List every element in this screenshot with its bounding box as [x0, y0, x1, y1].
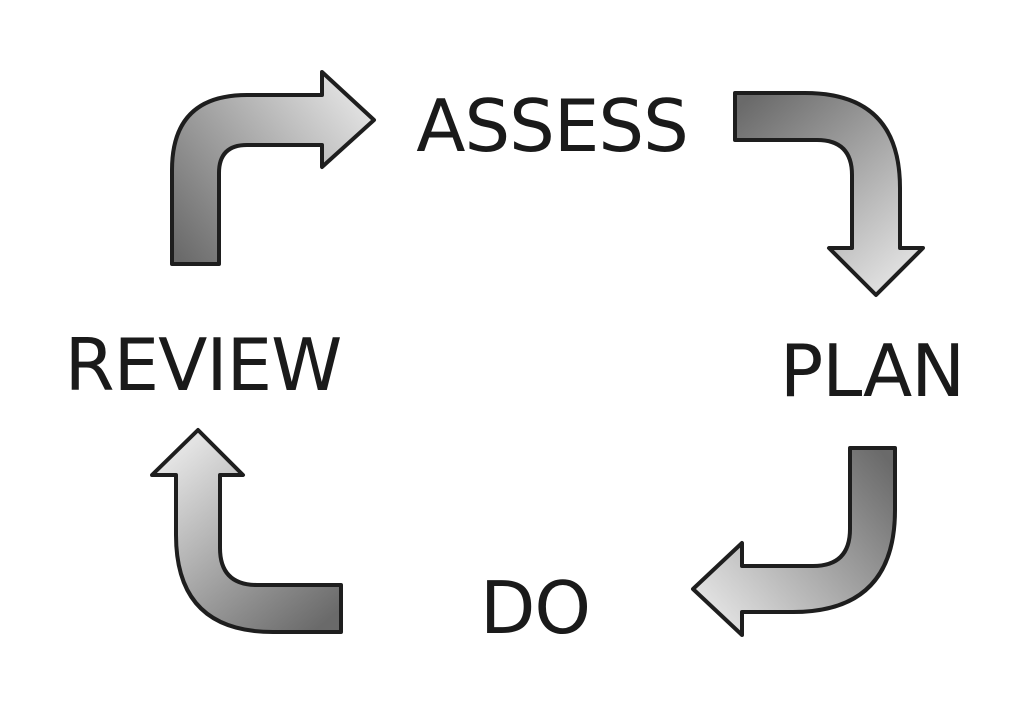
arrow-review-to-assess — [170, 70, 376, 266]
stage-label-do: DO — [480, 566, 590, 650]
arrow-do-to-review — [150, 428, 343, 634]
arrow-plan-to-do — [691, 446, 897, 637]
stage-label-assess: ASSESS — [416, 84, 688, 168]
stage-label-plan: PLAN — [780, 329, 964, 413]
arrow-assess-to-plan — [733, 91, 925, 297]
stage-label-review: REVIEW — [65, 323, 342, 407]
